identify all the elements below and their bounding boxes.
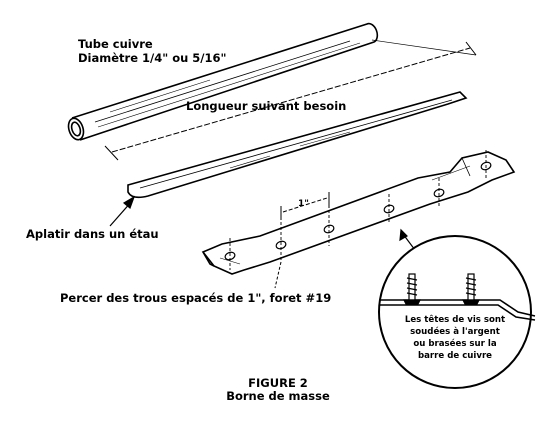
flatten-label: Aplatir dans un étau: [26, 227, 159, 241]
length-label: Longueur suivant besoin: [186, 99, 346, 113]
hole-spacing-dimension: [280, 192, 330, 220]
figure-caption: Borne de masse: [226, 389, 330, 403]
copper-tube: [67, 22, 379, 141]
tube-title-label: Tube cuivre: [78, 37, 153, 51]
spacing-label: 1": [298, 199, 309, 209]
figure-number: FIGURE 2: [248, 376, 308, 390]
hole-centerlines: [229, 150, 487, 270]
screw-left: [403, 273, 421, 305]
screw-right: [462, 273, 480, 305]
drill-label: Percer des trous espacés de 1", foret #1…: [60, 291, 331, 305]
callout-line-3: ou brasées sur la: [413, 338, 496, 349]
callout-leader: [399, 228, 416, 251]
callout-line-4: barre de cuivre: [418, 351, 492, 361]
tube-diameter-label: Diamètre 1/4" ou 5/16": [78, 51, 227, 65]
flattened-strip: [127, 91, 468, 199]
flatten-arrow: [109, 195, 136, 227]
callout-line-2: soudées à l'argent: [410, 326, 500, 337]
drill-leader: [274, 261, 282, 289]
tube-length-dimension: [104, 39, 477, 161]
callout-detail: Les têtes de vis sont soudées à l'argent…: [378, 235, 536, 389]
callout-line-1: Les têtes de vis sont: [405, 314, 505, 325]
